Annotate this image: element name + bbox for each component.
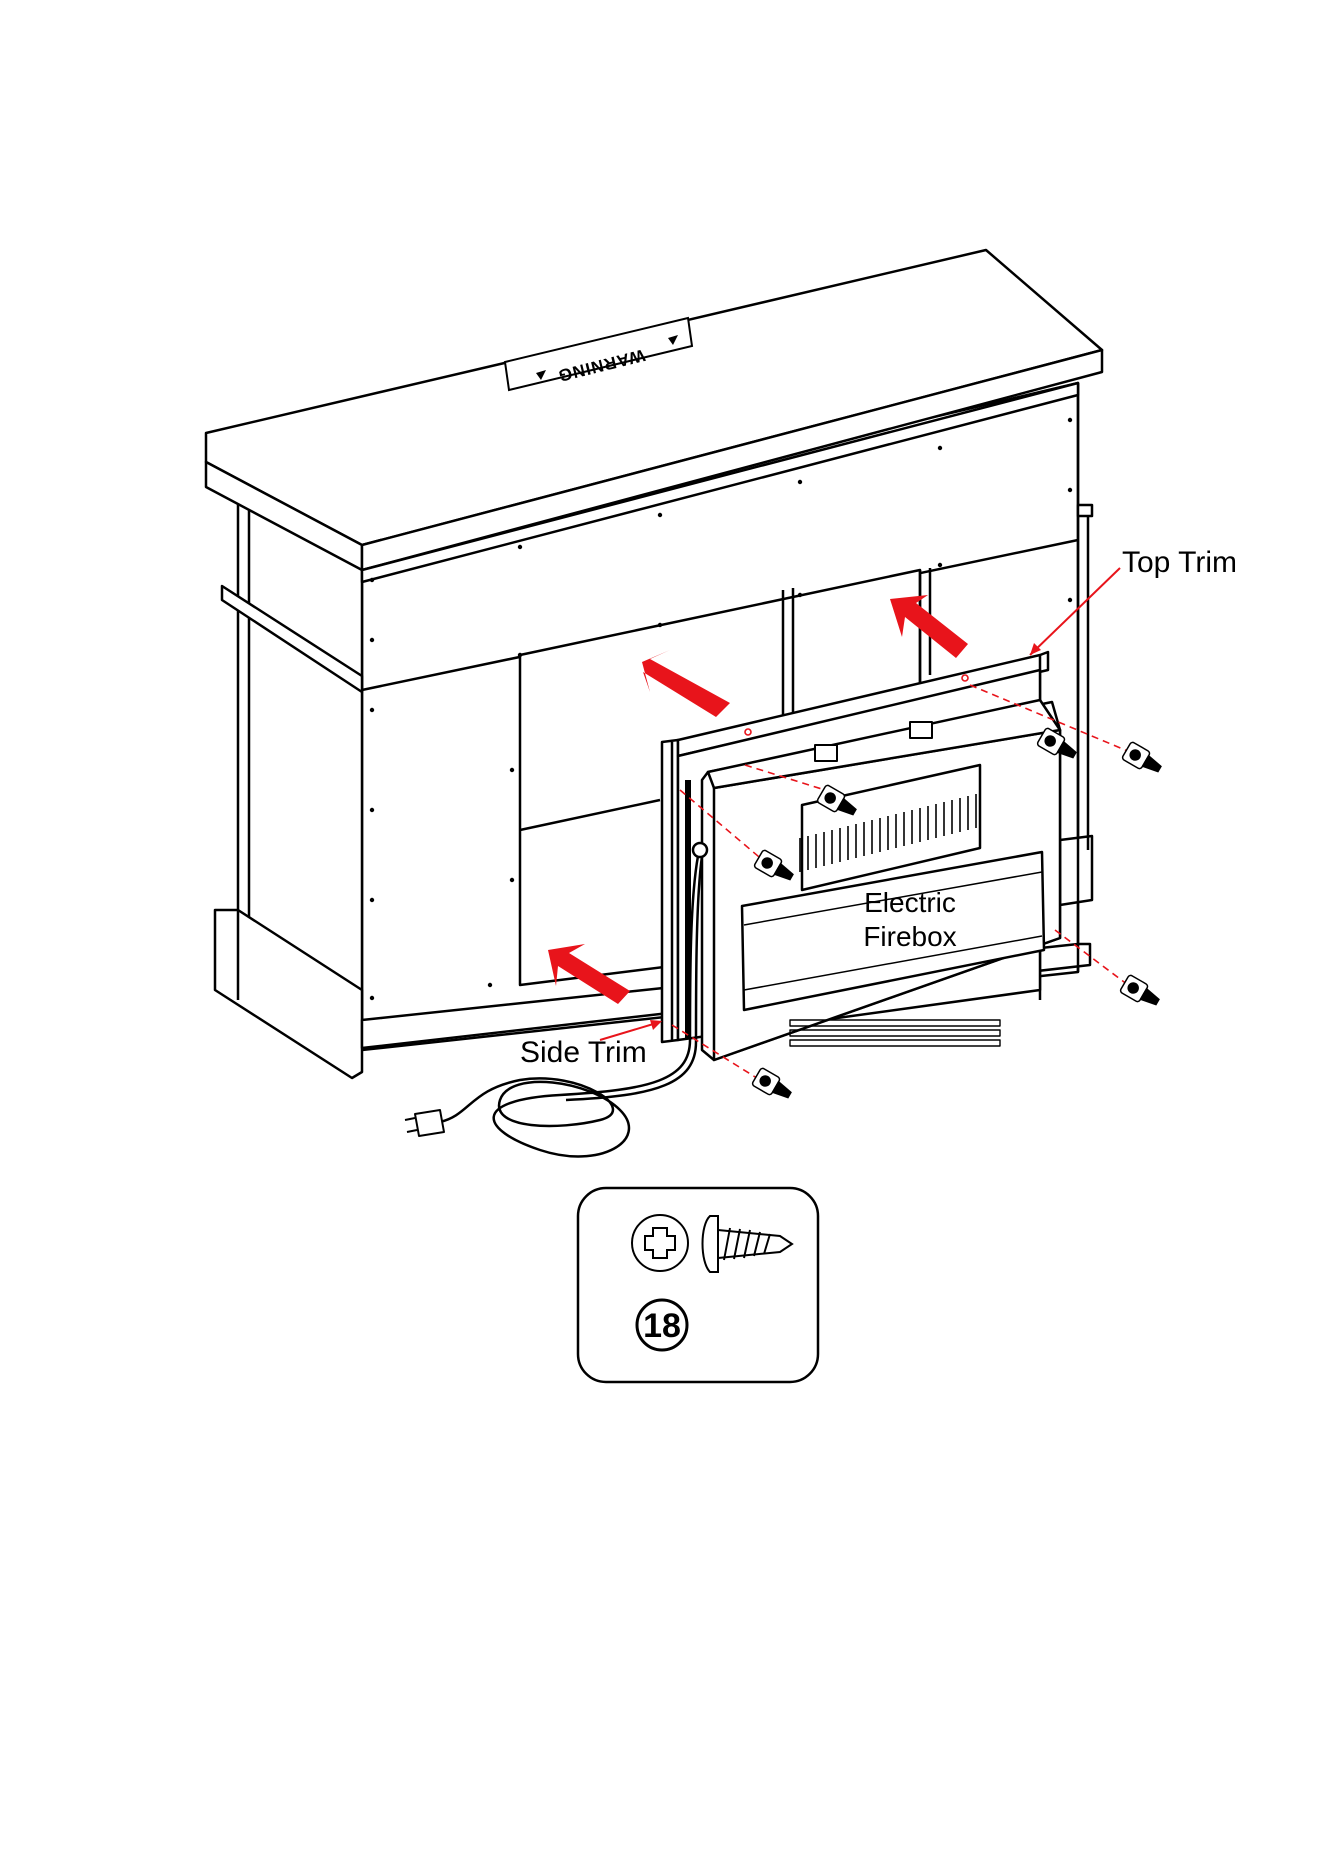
firebox-label-line1: Electric [864,887,956,918]
screw-icon [1120,974,1163,1010]
screw-icon [1122,741,1165,777]
firebox-label-line2: Firebox [863,921,956,952]
side-trim-label: Side Trim [520,1036,647,1069]
screw-icon [752,1067,795,1103]
hardware-box: 18 [578,1188,818,1382]
part-number: 18 [643,1307,681,1345]
phillips-head-icon [632,1215,688,1271]
side-trim [662,740,678,1042]
plug-icon [405,1110,444,1136]
part-number-badge: 18 [637,1300,687,1350]
top-trim-label: Top Trim [1122,546,1237,579]
